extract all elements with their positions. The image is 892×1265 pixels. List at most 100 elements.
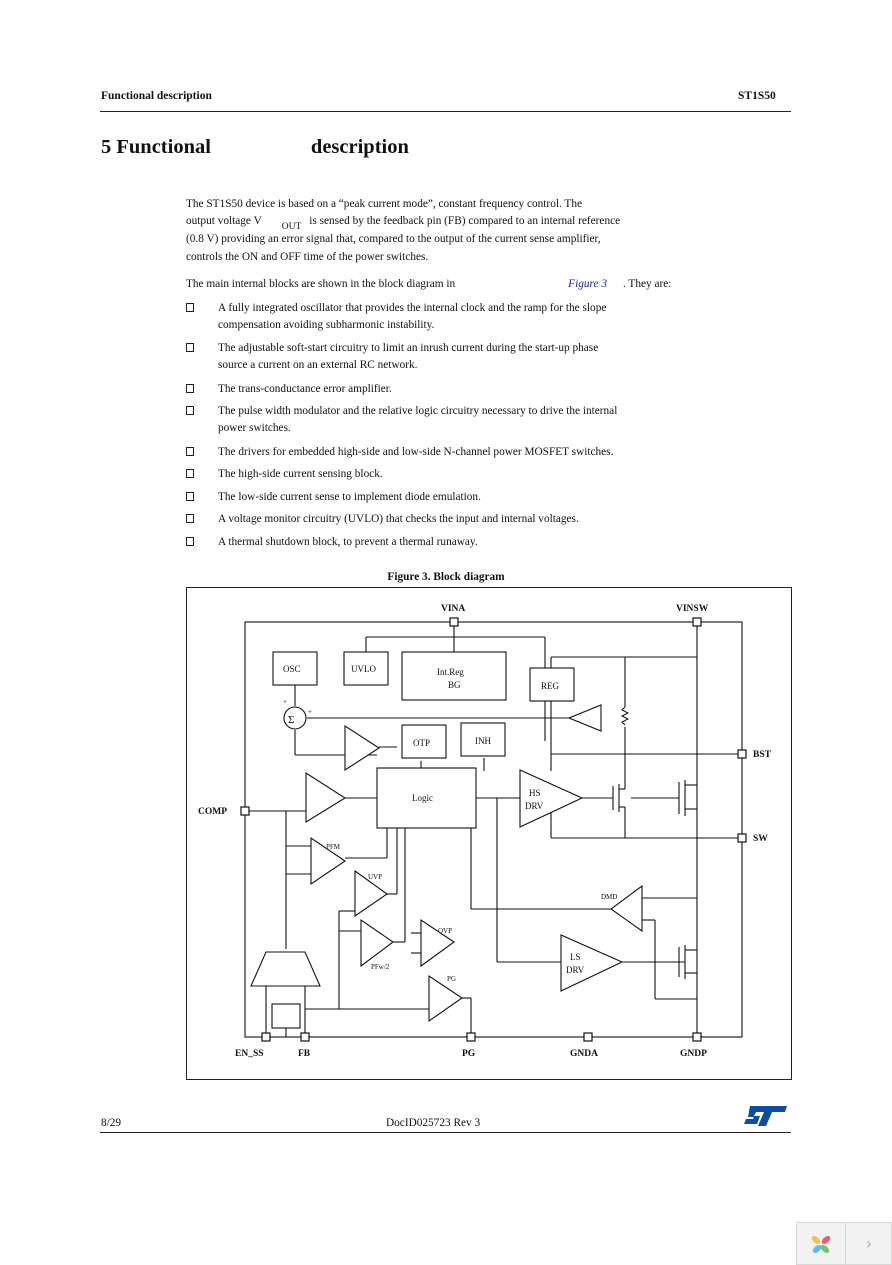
page-number: 8/29: [101, 1117, 122, 1129]
bullet-line-2: source a current on an external RC netwo…: [218, 358, 418, 371]
bullet-text: The low-side current sense to implement …: [218, 489, 658, 506]
ovp-comparator: [420, 918, 455, 968]
label-bst: BST: [753, 750, 772, 760]
label-hs: HS: [529, 788, 541, 798]
bullet-box-icon: [186, 492, 194, 501]
header-rule: [100, 111, 791, 112]
intreg-block: [401, 651, 507, 701]
pin-comp: [240, 806, 250, 816]
label-sw: SW: [753, 834, 768, 844]
bullet-line-1: The drivers for embedded high-side and l…: [218, 446, 614, 458]
bullet-line-1: The low-side current sense to implement …: [218, 491, 481, 503]
label-en-ss: EN_SS: [235, 1049, 264, 1059]
bullet-box-icon: [186, 343, 194, 352]
pfw2-comparator: [360, 918, 394, 968]
ls-driver: [560, 934, 624, 992]
sense-resistor: [620, 706, 630, 726]
label-hs-drv: DRV: [525, 801, 544, 811]
bullet-box-icon: [186, 447, 194, 456]
label-plus-b: +: [308, 708, 312, 716]
summing-node: [283, 706, 307, 730]
pin-gndp: [692, 1032, 702, 1042]
next-page-button[interactable]: ›: [845, 1223, 892, 1264]
reg-block: [529, 667, 575, 702]
bullet-box-icon: [186, 384, 194, 393]
label-vinsw: VINSW: [676, 604, 709, 614]
label-pfw2: PFw/2: [371, 963, 390, 971]
bullet-text: The adjustable soft-start circuitry to l…: [218, 340, 658, 373]
label-ls: LS: [570, 952, 581, 962]
label-uvp: UVP: [368, 873, 382, 881]
label-gnda: GNDA: [570, 1049, 598, 1059]
label-logic: Logic: [412, 793, 433, 803]
pin-vina: [449, 617, 459, 627]
bullet-box-icon: [186, 469, 194, 478]
bullet-line-1: A fully integrated oscillator that provi…: [218, 302, 607, 314]
pg-comparator: [428, 974, 463, 1023]
viewer-pager: ›: [796, 1222, 892, 1265]
pinwheel-icon[interactable]: [807, 1231, 835, 1257]
bullet-box-icon: [186, 406, 194, 415]
pfm-comparator: [310, 836, 346, 886]
bullet-line-1: The pulse width modulator and the relati…: [218, 405, 618, 417]
chevron-right-icon: ›: [865, 1234, 873, 1253]
osc-block: [272, 651, 318, 686]
pin-gnda: [583, 1032, 593, 1042]
label-ls-drv: DRV: [566, 965, 585, 975]
inh-block: [460, 722, 506, 757]
bullet-text: A thermal shutdown block, to prevent a t…: [218, 534, 658, 551]
pin-fb: [300, 1032, 310, 1042]
label-inh: INH: [475, 736, 491, 746]
intro-line-1: The ST1S50 device is based on a “peak cu…: [186, 198, 582, 210]
figure-3-link[interactable]: Figure 3: [568, 278, 607, 290]
running-header-left: Functional description: [101, 90, 212, 102]
label-vina: VINA: [441, 604, 465, 614]
pin-en-ss: [261, 1032, 271, 1042]
dmd-comparator: [610, 884, 643, 933]
bullet-line-1: A thermal shutdown block, to prevent a t…: [218, 536, 478, 548]
bullet-text: The drivers for embedded high-side and l…: [218, 444, 658, 461]
ss-current-source: [271, 1003, 301, 1029]
bullet-box-icon: [186, 514, 194, 523]
label-plus-a: +: [283, 698, 287, 706]
bullet-line-1: A voltage monitor circuitry (UVLO) that …: [218, 513, 579, 525]
label-bg: BG: [448, 680, 461, 690]
label-uvlo: UVLO: [351, 664, 376, 674]
bullet-line-1: The adjustable soft-start circuitry to l…: [218, 342, 599, 354]
hs-driver: [519, 769, 584, 828]
pin-vinsw: [692, 617, 702, 627]
label-comp: COMP: [198, 807, 227, 817]
logic-block: [376, 767, 477, 829]
label-reg: REG: [541, 681, 560, 691]
footer-rule: [100, 1132, 791, 1133]
blocks-intro: The main internal blocks are shown in th…: [186, 278, 672, 290]
label-gndp: GNDP: [680, 1049, 707, 1059]
bullet-text: A fully integrated oscillator that provi…: [218, 300, 658, 333]
bullet-line-1: The trans-conductance error amplifier.: [218, 383, 392, 395]
st-logo: [744, 1106, 787, 1126]
pin-bst: [737, 749, 747, 759]
bullet-text: The high-side current sensing block.: [218, 466, 658, 483]
intro-line-4: controls the ON and OFF time of the powe…: [186, 250, 429, 263]
soft-start-mux: [250, 951, 321, 987]
pin-pg: [466, 1032, 476, 1042]
error-amp-small: [344, 724, 381, 772]
running-header-right: ST1S50: [738, 90, 776, 102]
uvlo-block: [343, 651, 389, 686]
intro-paragraph: The ST1S50 device is based on a “peak cu…: [186, 196, 706, 266]
error-amplifier: [305, 771, 347, 823]
bullet-line-2: compensation avoiding subharmonic instab…: [218, 318, 435, 331]
label-osc: OSC: [283, 664, 301, 674]
figure-caption: Figure 3. Block diagram: [387, 571, 505, 583]
label-ovp: OVP: [438, 927, 452, 935]
uvp-comparator: [354, 869, 388, 918]
label-sigma: Σ: [288, 714, 294, 726]
label-dmd: DMD: [601, 893, 617, 901]
pin-sw: [737, 833, 747, 843]
current-sense-amp: [567, 704, 602, 732]
label-fb: FB: [298, 1049, 311, 1059]
intro-line-3: (0.8 V) providing an error signal that, …: [186, 233, 601, 246]
block-diagram-frame: VINA VINSW BST SW COMP EN_SS FB PG GNDA …: [186, 587, 792, 1080]
